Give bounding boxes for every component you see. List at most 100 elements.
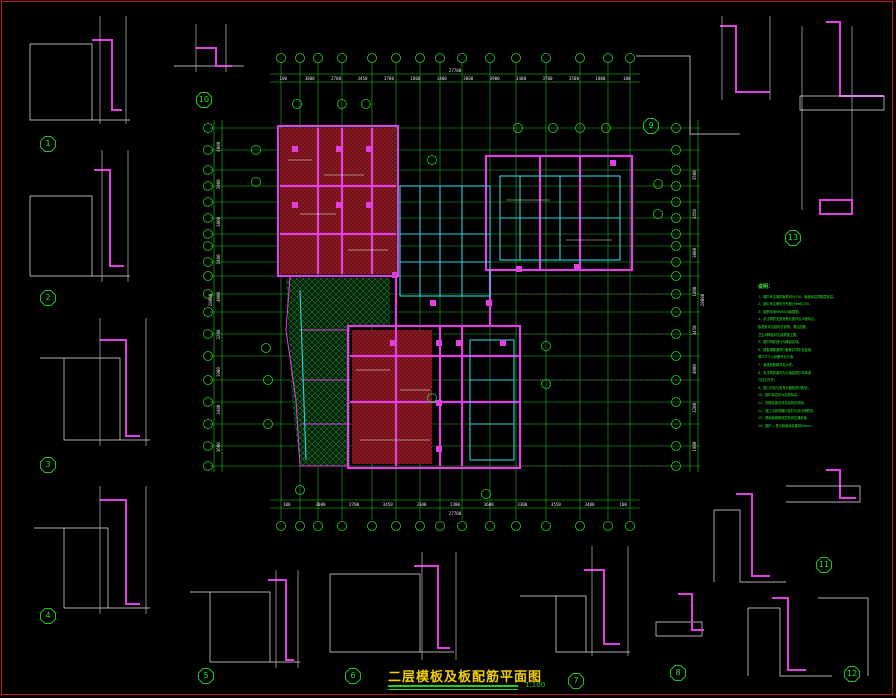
axis-bubble-top — [511, 53, 521, 63]
leader-bubble — [575, 123, 585, 133]
dimension-left: 4000 — [216, 291, 221, 302]
axis-bubble-left — [203, 165, 213, 175]
dimension-left-total: 28000 — [208, 293, 213, 306]
leader-bubble — [653, 209, 663, 219]
axis-bubble-bottom — [337, 521, 347, 531]
dimension-bottom: 3550 — [551, 502, 562, 507]
axis-bubble-left — [203, 307, 213, 317]
title-underline — [388, 685, 518, 687]
axis-bubble-right — [671, 461, 681, 471]
axis-bubble-left — [203, 197, 213, 207]
axis-bubbles — [203, 53, 681, 531]
axis-bubble-left — [203, 289, 213, 299]
dimension-left: 3400 — [216, 404, 221, 415]
note-line: 8、未注明的梁均为沿轴线居中布置或 — [758, 370, 812, 375]
leader-bubble — [337, 99, 347, 109]
dimension-bottom: 2300 — [450, 502, 461, 507]
dimension-top: 1400 — [437, 76, 448, 81]
dimension-top: 3450 — [357, 76, 368, 81]
detail-marker — [785, 230, 801, 246]
axis-bubble-right — [671, 289, 681, 299]
dimension-top: 1800 — [410, 76, 421, 81]
leader-bubble — [295, 485, 305, 495]
axis-bubble-left — [203, 229, 213, 239]
axis-bubble-bottom — [435, 521, 445, 531]
axis-bubble-top — [457, 53, 467, 63]
axis-bubble-top — [313, 53, 323, 63]
leader-bubble — [361, 99, 371, 109]
axis-bubble-right — [671, 441, 681, 451]
axis-bubble-bottom — [575, 521, 585, 531]
detail-label-2: 2 — [45, 293, 51, 302]
axis-bubble-left — [203, 145, 213, 155]
leader-bubble — [541, 379, 551, 389]
axis-bubble-top — [435, 53, 445, 63]
axis-bubble-top — [367, 53, 377, 63]
dimension-left: 3800 — [216, 216, 221, 227]
axis-bubble-right — [671, 241, 681, 251]
axis-bubble-left — [203, 441, 213, 451]
axis-bubble-left — [203, 375, 213, 385]
axis-bubble-bottom — [485, 521, 495, 531]
leader-bubble — [263, 419, 273, 429]
axis-bubble-right — [671, 229, 681, 239]
detail-marker — [844, 666, 860, 682]
dimension-right: 4000 — [692, 364, 697, 375]
detail-marker — [816, 557, 832, 573]
detail-label-4: 4 — [45, 611, 51, 620]
axis-bubble-left — [203, 397, 213, 407]
axis-bubble-top — [485, 53, 495, 63]
note-line: 5、图中阴影部分为降板区域。 — [758, 340, 802, 345]
axis-bubble-bottom — [276, 521, 286, 531]
dimension-top: 1400 — [516, 76, 527, 81]
axis-bubble-right — [671, 419, 681, 429]
dimension-right: 3800 — [692, 247, 697, 258]
detail-label-8: 8 — [675, 668, 681, 677]
detail-label-3: 3 — [45, 460, 51, 469]
dimension-right: 3500 — [692, 170, 697, 181]
dimension-bottom: 3600 — [484, 502, 495, 507]
dimension-left: 1900 — [216, 367, 221, 378]
dimension-top: 100 — [623, 76, 631, 81]
axis-bubble-bottom — [603, 521, 613, 531]
axis-bubble-right — [671, 123, 681, 133]
dimension-right: 3450 — [692, 209, 697, 220]
detail-marker — [40, 136, 56, 152]
axis-bubble-left — [203, 351, 213, 361]
notes-heading: 说明： — [758, 284, 774, 290]
note-line: 11、构造柱做法详见结构总说明。 — [758, 400, 807, 405]
dimension-top-total: 27700 — [449, 68, 462, 73]
dimension-top: 100 — [279, 76, 287, 81]
leader-bubble — [251, 177, 261, 187]
note-line: 6、楼板钢筋遇洞口截断并弯折至板底。 — [758, 347, 815, 352]
axis-bubble-top — [337, 53, 347, 63]
note-line: 卫生间降板详见建筑施工图。 — [758, 332, 800, 337]
detail-marker — [196, 92, 212, 108]
dimension-left: 3900 — [216, 179, 221, 190]
detail-label-7: 7 — [573, 676, 579, 685]
axis-bubble-right — [671, 351, 681, 361]
axis-bubble-left — [203, 271, 213, 281]
dimension-left: 3200 — [216, 329, 221, 340]
axis-bubble-right — [671, 213, 681, 223]
axis-bubble-top — [603, 53, 613, 63]
dimension-top: 3000 — [463, 76, 474, 81]
axis-bubble-right — [671, 271, 681, 281]
axis-bubble-bottom — [313, 521, 323, 531]
dimension-bottom: 100 — [283, 502, 291, 507]
note-line: 与柱边平齐。 — [758, 378, 778, 383]
dimension-top: 3000 — [305, 76, 316, 81]
detail-label-12: 12 — [846, 669, 858, 678]
axis-bubble-bottom — [391, 521, 401, 531]
axis-bubble-top — [295, 53, 305, 63]
dimension-top: 3500 — [569, 76, 580, 81]
detail-label-11: 11 — [818, 560, 830, 569]
detail-label-6: 6 — [350, 671, 356, 680]
axis-bubble-top — [541, 53, 551, 63]
detail-marker — [670, 665, 686, 681]
note-line: 1、图中未注明的板厚均为120，板面标高同楼层标高。 — [758, 294, 837, 299]
detail-marker — [643, 118, 659, 134]
leader-bubble — [653, 179, 663, 189]
